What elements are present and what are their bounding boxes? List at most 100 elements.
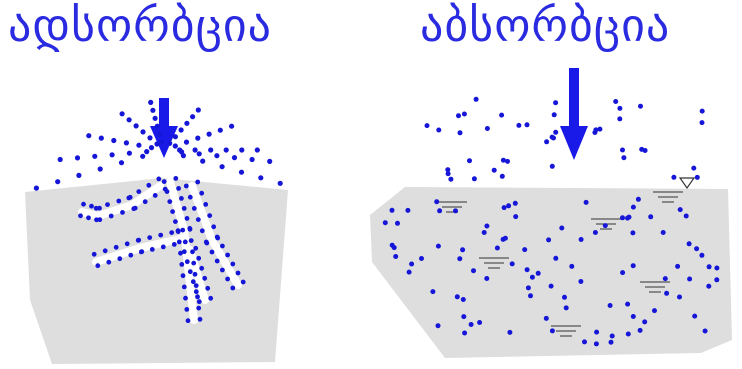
molecule-dot bbox=[143, 199, 148, 204]
molecule-dot bbox=[199, 266, 204, 271]
molecule-dot bbox=[147, 135, 152, 140]
molecule-dot bbox=[409, 262, 414, 267]
molecule-dot bbox=[78, 213, 83, 218]
adsorption-panel bbox=[25, 98, 288, 364]
molecule-dot bbox=[569, 264, 574, 269]
molecule-dot bbox=[215, 259, 220, 264]
molecule-dot bbox=[609, 340, 614, 345]
molecule-dot bbox=[155, 124, 160, 129]
molecule-dot bbox=[153, 193, 158, 198]
molecule-dot bbox=[232, 155, 237, 160]
molecule-dot bbox=[582, 339, 587, 344]
molecule-dot bbox=[215, 235, 220, 240]
molecule-dot bbox=[700, 120, 705, 125]
molecule-dot bbox=[239, 147, 244, 152]
molecule-dot bbox=[638, 328, 643, 333]
molecule-dot bbox=[195, 180, 200, 185]
molecule-dot bbox=[593, 230, 598, 235]
molecule-dot bbox=[544, 139, 549, 144]
molecule-dot bbox=[684, 214, 689, 219]
molecule-dot bbox=[110, 152, 115, 157]
molecule-dot bbox=[692, 314, 697, 319]
molecule-dot bbox=[149, 145, 154, 150]
molecule-dot bbox=[621, 155, 626, 160]
molecule-dot bbox=[196, 107, 201, 112]
molecule-dot bbox=[125, 241, 130, 246]
molecule-dot bbox=[98, 166, 103, 171]
molecule-dot bbox=[482, 230, 487, 235]
molecule-dot bbox=[546, 237, 551, 242]
molecule-dot bbox=[195, 294, 200, 299]
molecule-dot bbox=[255, 147, 260, 152]
molecule-dot bbox=[236, 271, 241, 276]
molecule-dot bbox=[550, 135, 555, 140]
molecule-dot bbox=[172, 242, 177, 247]
molecule-dot bbox=[559, 226, 564, 231]
molecule-dot bbox=[220, 244, 225, 249]
molecule-dot bbox=[695, 175, 700, 180]
molecule-dot bbox=[678, 207, 683, 212]
molecule-dot bbox=[625, 302, 630, 307]
molecule-dot bbox=[165, 189, 170, 194]
molecule-dot bbox=[522, 247, 527, 252]
molecule-dot bbox=[220, 164, 225, 169]
molecule-dot bbox=[136, 143, 141, 148]
molecule-dot bbox=[456, 113, 461, 118]
molecule-dot bbox=[562, 295, 567, 300]
molecule-dot bbox=[196, 306, 201, 311]
molecule-dot bbox=[153, 116, 158, 121]
molecule-dot bbox=[188, 227, 193, 232]
molecule-dot bbox=[210, 250, 215, 255]
molecule-dot bbox=[204, 241, 209, 246]
molecule-dot bbox=[167, 141, 172, 146]
molecule-dot bbox=[638, 104, 643, 109]
molecule-dot bbox=[536, 271, 541, 276]
molecule-dot bbox=[594, 341, 599, 346]
molecule-dot bbox=[544, 316, 549, 321]
molecule-dot bbox=[173, 143, 178, 148]
molecule-dot bbox=[191, 261, 196, 266]
molecule-dot bbox=[208, 147, 213, 152]
molecule-dot bbox=[55, 179, 60, 184]
molecule-dot bbox=[499, 113, 504, 118]
molecule-dot bbox=[648, 214, 653, 219]
molecule-dot bbox=[207, 132, 212, 137]
molecule-dot bbox=[677, 295, 682, 300]
molecule-dot bbox=[199, 191, 204, 196]
molecule-dot bbox=[620, 148, 625, 153]
molecule-dot bbox=[173, 219, 178, 224]
molecule-dot bbox=[510, 261, 515, 266]
molecule-dot bbox=[675, 264, 680, 269]
molecule-dot bbox=[183, 296, 188, 301]
molecule-dot bbox=[158, 233, 163, 238]
molecule-dot bbox=[161, 245, 166, 250]
molecule-dot bbox=[707, 264, 712, 269]
molecule-dot bbox=[507, 330, 512, 335]
molecule-dot bbox=[185, 259, 190, 264]
molecule-dot bbox=[75, 155, 80, 160]
molecule-dot bbox=[495, 246, 500, 251]
molecule-dot bbox=[550, 164, 555, 169]
molecule-dot bbox=[631, 263, 636, 268]
molecule-dot bbox=[114, 245, 119, 250]
molecule-dot bbox=[436, 128, 441, 133]
molecule-dot bbox=[501, 158, 506, 163]
molecule-dot bbox=[193, 272, 198, 277]
molecule-dot bbox=[105, 202, 110, 207]
molecule-dot bbox=[92, 252, 97, 257]
molecule-dot bbox=[200, 228, 205, 233]
molecule-dot bbox=[195, 136, 200, 141]
adsorption-arrow-shaft bbox=[159, 98, 169, 128]
molecule-dot bbox=[173, 176, 178, 181]
molecule-dot bbox=[610, 334, 615, 339]
molecule-dot bbox=[553, 256, 558, 261]
molecule-dot bbox=[436, 323, 441, 328]
molecule-dot bbox=[625, 216, 630, 221]
molecule-dot bbox=[179, 149, 184, 154]
molecule-dot bbox=[117, 256, 122, 261]
molecule-dot bbox=[119, 160, 124, 165]
molecule-dot bbox=[147, 235, 152, 240]
molecule-dot bbox=[631, 205, 636, 210]
molecule-dot bbox=[95, 263, 100, 268]
molecule-dot bbox=[485, 126, 490, 131]
